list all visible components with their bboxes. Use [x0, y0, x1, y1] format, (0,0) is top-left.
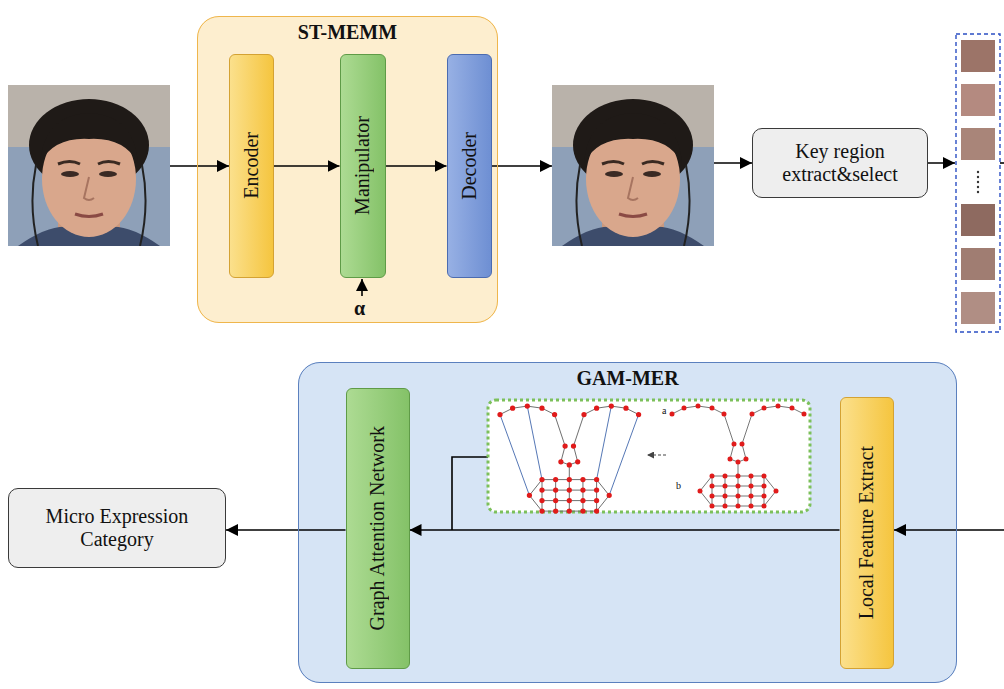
graph-illustration [488, 400, 810, 512]
box-label: Key region extract&select [753, 140, 927, 186]
patch [961, 292, 995, 324]
manipulator-block: Manipulator [340, 54, 386, 278]
patch [961, 248, 995, 280]
box-label: Local Feature Extract [855, 446, 878, 619]
dashed-arrow [647, 454, 666, 455]
alpha-arrow [361, 279, 363, 296]
ellipsis-dots [977, 171, 979, 193]
output-face-image [552, 85, 714, 250]
face-graph-right [672, 406, 804, 506]
input-face-image [8, 85, 170, 250]
patch-column [956, 34, 1000, 332]
box-label: Manipulator [351, 116, 374, 215]
output-arrow [492, 165, 552, 167]
patch [961, 84, 995, 116]
encoder-block: Encoder [229, 54, 274, 278]
face-graph-left [500, 406, 639, 511]
connector-arrow [226, 529, 346, 531]
graph-label: a [662, 405, 666, 416]
panel-title: GAM-MER [299, 367, 956, 390]
patch-frame [956, 34, 1000, 332]
feature-block: Local Feature Extract [840, 397, 894, 669]
box-label: Graph Attention Network [366, 426, 389, 630]
wrap-arrow [894, 529, 1004, 531]
connector-arrow [386, 165, 447, 167]
panel-fill [197, 16, 498, 323]
box-label: Decoder [458, 132, 481, 200]
input-arrow [170, 165, 229, 167]
patch [961, 128, 995, 160]
patch [961, 40, 995, 72]
parameter-label: α [354, 297, 365, 320]
panel-fill [298, 362, 957, 683]
region-arrow [714, 162, 752, 164]
graph-branch-line [452, 457, 488, 530]
process-box: Key region extract&select [752, 128, 928, 198]
panel-title: ST-MEMM [198, 21, 497, 44]
connector-arrow [410, 529, 840, 531]
graph-frame [488, 400, 810, 512]
output-box: Micro Expression Category [8, 488, 226, 568]
box-label: Encoder [240, 132, 263, 199]
module-panel: ST-MEMM Encoder Manipulator Decoder [197, 16, 498, 323]
attention-block: Graph Attention Network [346, 388, 410, 669]
wrap-line [1000, 162, 1004, 164]
patch [961, 204, 995, 236]
graph-label: b [676, 480, 681, 491]
connector-arrow [274, 165, 340, 167]
box-label: Micro Expression Category [9, 505, 225, 551]
decoder-block: Decoder [447, 54, 492, 278]
module-panel: GAM-MER Graph Attention Network Local Feat… [298, 362, 957, 683]
